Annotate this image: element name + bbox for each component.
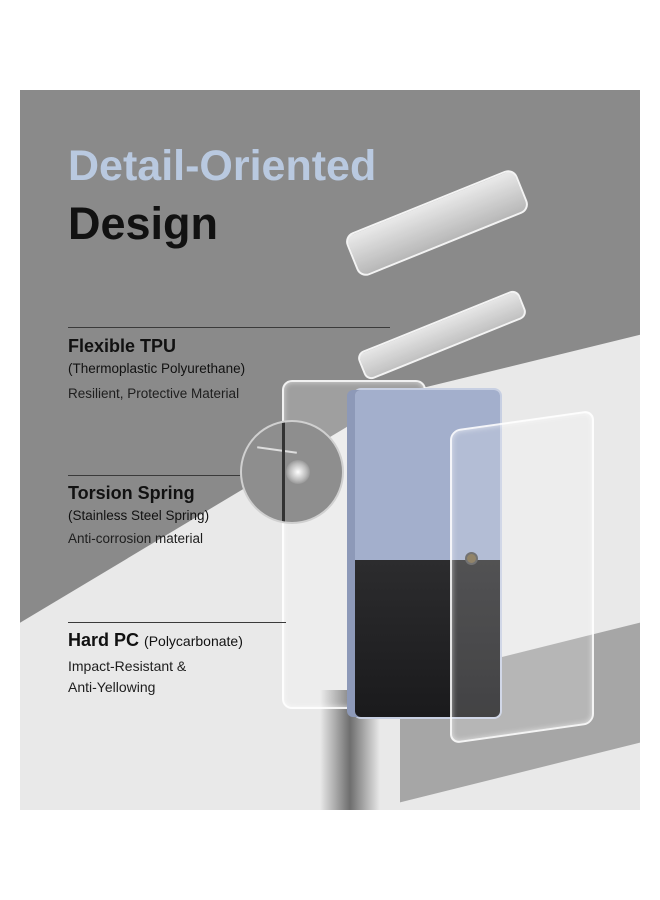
feature-subtitle-spring: (Stainless Steel Spring) — [68, 508, 210, 523]
feature-desc-tpu: Resilient, Protective Material — [68, 386, 240, 401]
camera-lens-illustration — [465, 552, 478, 565]
feature-subtitle-tpu: (Thermoplastic Polyurethane) — [68, 361, 246, 376]
hinge-cover-tpu-illustration — [355, 288, 529, 382]
torsion-spring-icon — [286, 460, 310, 484]
spring-magnifier-illustration — [240, 420, 344, 524]
back-case-clear-illustration — [450, 409, 594, 745]
spring-wire — [257, 446, 297, 454]
headline-line2: Design — [68, 198, 219, 249]
leader-line-pc — [68, 622, 286, 623]
feature-desc-pc-line1: Impact-Resistant & — [68, 658, 187, 674]
product-panel: Detail-Oriented Design Flexible TPU (The… — [20, 90, 640, 810]
feature-title-spring: Torsion Spring — [68, 483, 195, 503]
case-frame-edge — [282, 422, 285, 522]
feature-desc-spring: Anti-corrosion material — [68, 531, 204, 546]
headline-line1: Detail-Oriented — [68, 142, 377, 190]
feature-title-pc: Hard PC (Polycarbonate) — [68, 630, 243, 650]
feature-title-tpu: Flexible TPU — [68, 336, 177, 356]
leader-line-tpu — [68, 327, 390, 328]
leader-line-spring — [68, 475, 240, 476]
feature-desc-pc-line2: Anti-Yellowing — [68, 679, 156, 695]
feature-desc-pc: Impact-Resistant & Anti-Yellowing — [68, 656, 186, 698]
